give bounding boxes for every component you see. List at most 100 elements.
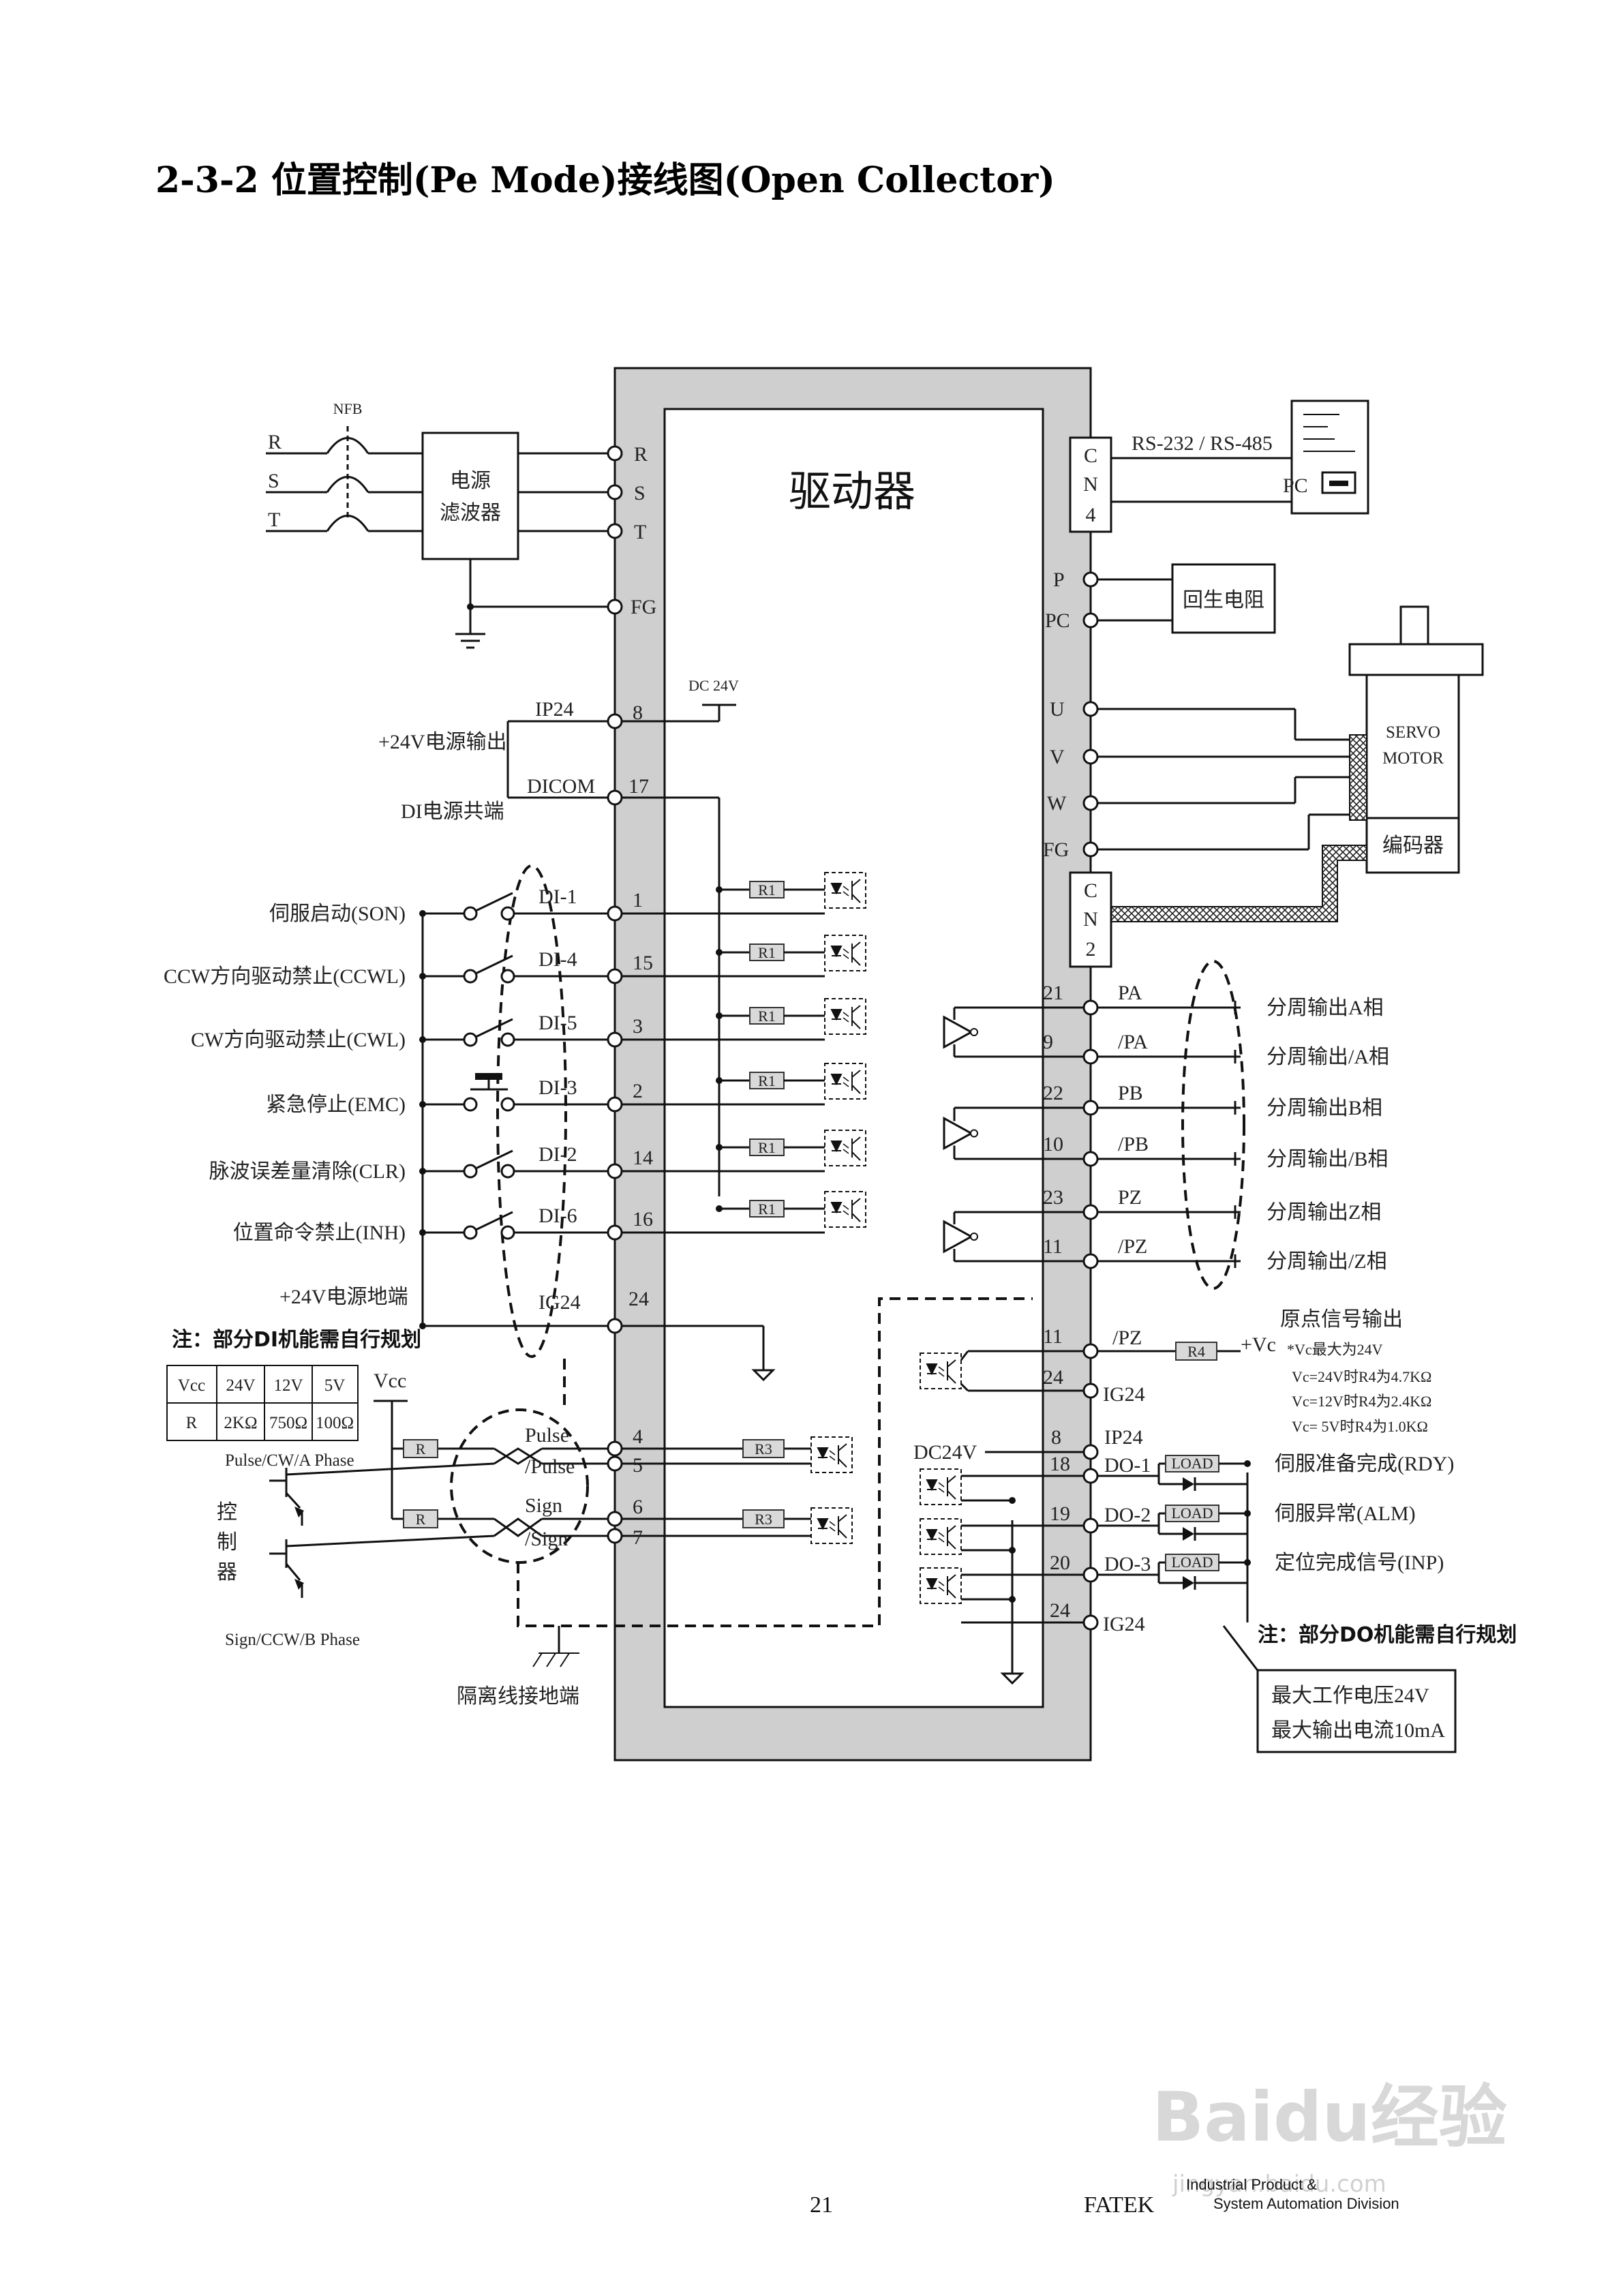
ground-junction bbox=[467, 603, 474, 610]
switch-lever bbox=[475, 1211, 513, 1231]
do-limits-line2: 最大输出电流10mA bbox=[1271, 1719, 1445, 1742]
sign-optocoupler-transistor-icon bbox=[838, 1514, 847, 1539]
ip24-name: IP24 bbox=[535, 698, 574, 721]
pulse-pin-name: /Pulse bbox=[525, 1455, 575, 1478]
pulse-pin bbox=[607, 1511, 623, 1527]
pin-u bbox=[1082, 701, 1099, 717]
r1-resistor bbox=[749, 881, 785, 898]
do-optocoupler-light-icon bbox=[938, 1581, 945, 1592]
do-bus-junction bbox=[1244, 1559, 1251, 1566]
di-desc: CW方向驱动禁止(CWL) bbox=[191, 1029, 406, 1051]
di-optocoupler-led-icon bbox=[830, 1074, 843, 1086]
cn4-connector bbox=[1069, 436, 1112, 533]
di-desc: 伺服启动(SON) bbox=[269, 903, 406, 925]
encoder-pin bbox=[1082, 999, 1099, 1016]
nfb-label: NFB bbox=[333, 400, 363, 417]
dc24v-supply-wires bbox=[506, 704, 736, 1196]
di-pin bbox=[607, 1224, 623, 1241]
di-name: DI-2 bbox=[539, 1143, 577, 1166]
vcc-table-h3: 5V bbox=[324, 1376, 346, 1395]
do-optocoupler bbox=[920, 1518, 962, 1555]
do-optocoupler-led-icon bbox=[926, 1479, 938, 1492]
switch-contact-icon bbox=[500, 969, 515, 984]
pin-pc-label: PC bbox=[1045, 609, 1070, 632]
motor-cable-gland bbox=[1349, 734, 1367, 821]
do-note: 注：部分DO机能需自行规划 bbox=[1258, 1623, 1517, 1647]
vcc-label: Vcc bbox=[374, 1370, 406, 1392]
pin-fg-label: FG bbox=[631, 596, 656, 618]
do-pin-number: 18 bbox=[1050, 1453, 1070, 1475]
di-name: DI-1 bbox=[539, 886, 577, 908]
switch-contact-icon bbox=[463, 969, 478, 984]
pin-w-label: W bbox=[1047, 792, 1067, 815]
r4-resistor bbox=[1175, 1342, 1217, 1361]
pulse-pin bbox=[607, 1455, 623, 1472]
di-desc: 紧急停止(EMC) bbox=[266, 1093, 406, 1116]
pulse-optocoupler bbox=[810, 1436, 853, 1473]
pin-w bbox=[1082, 795, 1099, 811]
di-optocoupler-light-icon bbox=[843, 1012, 849, 1023]
dicom-name: DICOM bbox=[527, 775, 595, 798]
di-optocoupler-light-icon bbox=[843, 948, 849, 959]
do-bus-junction bbox=[1244, 1510, 1251, 1517]
encoder-output-desc: 分周输出/B相 bbox=[1266, 1148, 1388, 1170]
vc-label: +Vc bbox=[1241, 1333, 1276, 1356]
pin-v-label: V bbox=[1050, 746, 1065, 768]
di-pin bbox=[607, 905, 623, 922]
origin-optocoupler-led-icon bbox=[926, 1363, 938, 1376]
switch-contact-icon bbox=[463, 1164, 478, 1179]
r1-label: R1 bbox=[758, 944, 776, 961]
sign-r3-label: R3 bbox=[755, 1511, 772, 1528]
encoder-pin bbox=[1082, 1100, 1099, 1116]
page-number: 21 bbox=[810, 2192, 833, 2218]
di-optocoupler-light-icon bbox=[843, 1076, 849, 1087]
encoder-pin bbox=[1082, 1151, 1099, 1167]
pc-screen-lines bbox=[1303, 414, 1355, 452]
do-optocoupler-light-icon bbox=[938, 1532, 945, 1543]
origin-optocoupler-light-icon bbox=[938, 1366, 945, 1377]
pin-motor-fg-label: FG bbox=[1043, 839, 1069, 861]
vcc-table-h1: 24V bbox=[226, 1376, 255, 1395]
di-name: DI-5 bbox=[539, 1012, 577, 1034]
switch-contact-icon bbox=[500, 906, 515, 921]
do-pin-number: 19 bbox=[1050, 1502, 1070, 1525]
di-optocoupler-light-icon bbox=[843, 1205, 849, 1215]
do-pin-number: 20 bbox=[1050, 1552, 1070, 1574]
motor-flange bbox=[1348, 643, 1484, 676]
di-optocoupler bbox=[824, 1130, 866, 1166]
dicom-desc: DI电源共端 bbox=[401, 800, 504, 823]
di-pin bbox=[607, 968, 623, 984]
diode-icon bbox=[1183, 1527, 1194, 1541]
do-name: DO-1 bbox=[1104, 1454, 1151, 1477]
encoder-output-shield bbox=[1181, 960, 1245, 1290]
regen-wires bbox=[1097, 578, 1172, 622]
pin-ig24-input bbox=[607, 1318, 623, 1334]
vcc-table-r1: 2KΩ bbox=[224, 1414, 257, 1432]
pulse-pin-name: /Sign bbox=[525, 1528, 568, 1550]
di-optocoupler-transistor-icon bbox=[851, 1198, 861, 1222]
sign-phase-label: Sign/CCW/B Phase bbox=[225, 1631, 360, 1649]
switch-contact-icon bbox=[500, 1097, 515, 1112]
origin-optocoupler bbox=[920, 1350, 969, 1392]
ig24-input-name: IG24 bbox=[539, 1291, 581, 1314]
encoder-pin-number: 21 bbox=[1043, 982, 1063, 1004]
encoder-signal-name: /PZ bbox=[1118, 1235, 1147, 1258]
switch-contact-icon bbox=[500, 1032, 515, 1047]
di-optocoupler-light-icon bbox=[843, 1143, 849, 1154]
phase-t-label: T bbox=[268, 509, 280, 531]
encoder-pin bbox=[1082, 1204, 1099, 1220]
regen-resistor-box bbox=[1171, 563, 1276, 634]
footer-brand: FATEK bbox=[1084, 2192, 1155, 2218]
r1-label: R1 bbox=[758, 1200, 776, 1218]
do-power-pin-number: 8 bbox=[1051, 1426, 1061, 1449]
vcc-table-r0: R bbox=[186, 1414, 198, 1432]
